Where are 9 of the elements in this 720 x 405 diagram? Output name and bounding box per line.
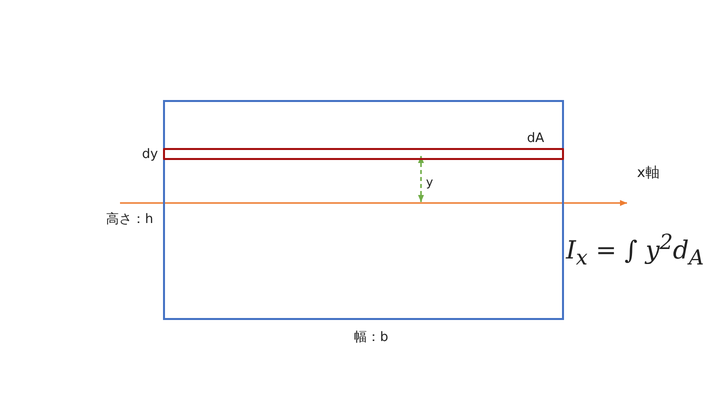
width-label: 幅：b bbox=[354, 331, 388, 344]
strip-thickness-label: dy bbox=[142, 148, 158, 161]
formula: I$_{x}$ = ∫ y$^{2}$d$_{A}$ bbox=[566, 232, 704, 268]
distance-label: y bbox=[426, 176, 434, 188]
axis-label: x軸 bbox=[637, 166, 660, 180]
height-label: 高さ：h bbox=[106, 213, 154, 226]
strip-rectangle bbox=[163, 148, 564, 160]
area-element-label: dA bbox=[527, 132, 544, 145]
rectangle-outline bbox=[163, 100, 564, 320]
